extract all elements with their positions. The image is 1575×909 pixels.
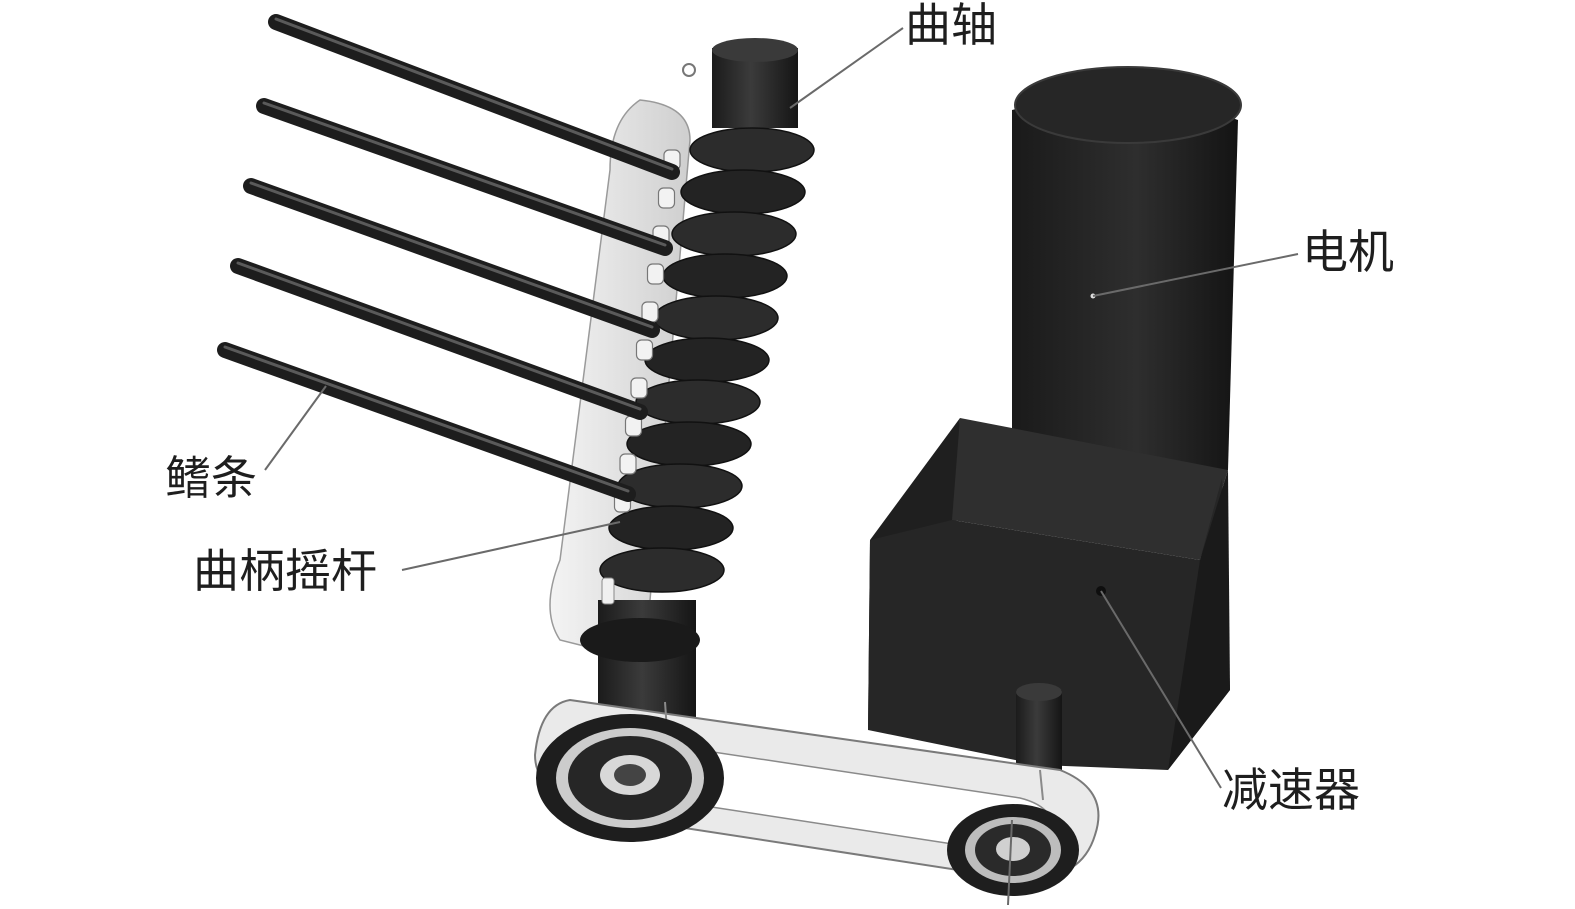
crank-disc	[662, 253, 788, 299]
crank-disc	[653, 295, 779, 341]
leader-fin	[264, 385, 327, 471]
crank-disc	[671, 211, 797, 257]
label-crankshaft: 曲轴	[905, 0, 997, 52]
fin-rod	[268, 14, 680, 180]
label-motor: 电机	[1302, 225, 1394, 279]
reducer-top-face	[952, 418, 1228, 560]
leader-lines	[264, 27, 1299, 906]
right-pulley	[947, 804, 1079, 896]
crank-disc	[599, 547, 725, 593]
fin-rod	[217, 342, 636, 502]
belt-drive	[533, 698, 1100, 896]
left-pulley	[536, 714, 724, 842]
crank-disc	[608, 505, 734, 551]
bushing	[630, 377, 648, 399]
leader-motor	[1092, 253, 1299, 297]
leader-crank-rocker	[401, 521, 621, 571]
bushing	[619, 453, 637, 475]
motor-top-face	[1015, 67, 1241, 143]
crank-disc	[644, 337, 770, 383]
fin-rod	[256, 98, 673, 256]
label-reducer: 减速器	[1222, 763, 1360, 817]
label-crank-rocker: 曲柄摇杆	[193, 544, 377, 598]
label-fin: 鳍条	[165, 451, 257, 505]
crank-disc	[689, 127, 815, 173]
leader-reducer	[1100, 590, 1222, 789]
leader-crankshaft	[789, 27, 904, 109]
crank-disc	[626, 421, 752, 467]
crank-disc	[617, 463, 743, 509]
fin-rods	[217, 14, 680, 502]
motor-body	[1012, 97, 1238, 485]
crank-disc-stack	[599, 127, 815, 593]
crank-disc	[680, 169, 806, 215]
crank-disc	[635, 379, 761, 425]
bushing	[646, 263, 665, 285]
leader-reducer-shaft	[1007, 819, 1013, 906]
bushing	[635, 339, 654, 361]
motor	[1012, 66, 1242, 485]
reducer	[868, 418, 1230, 820]
reducer-front-face	[868, 478, 1230, 770]
fin-rod	[243, 178, 660, 338]
bushing	[657, 187, 676, 209]
fin-rod	[230, 258, 648, 420]
